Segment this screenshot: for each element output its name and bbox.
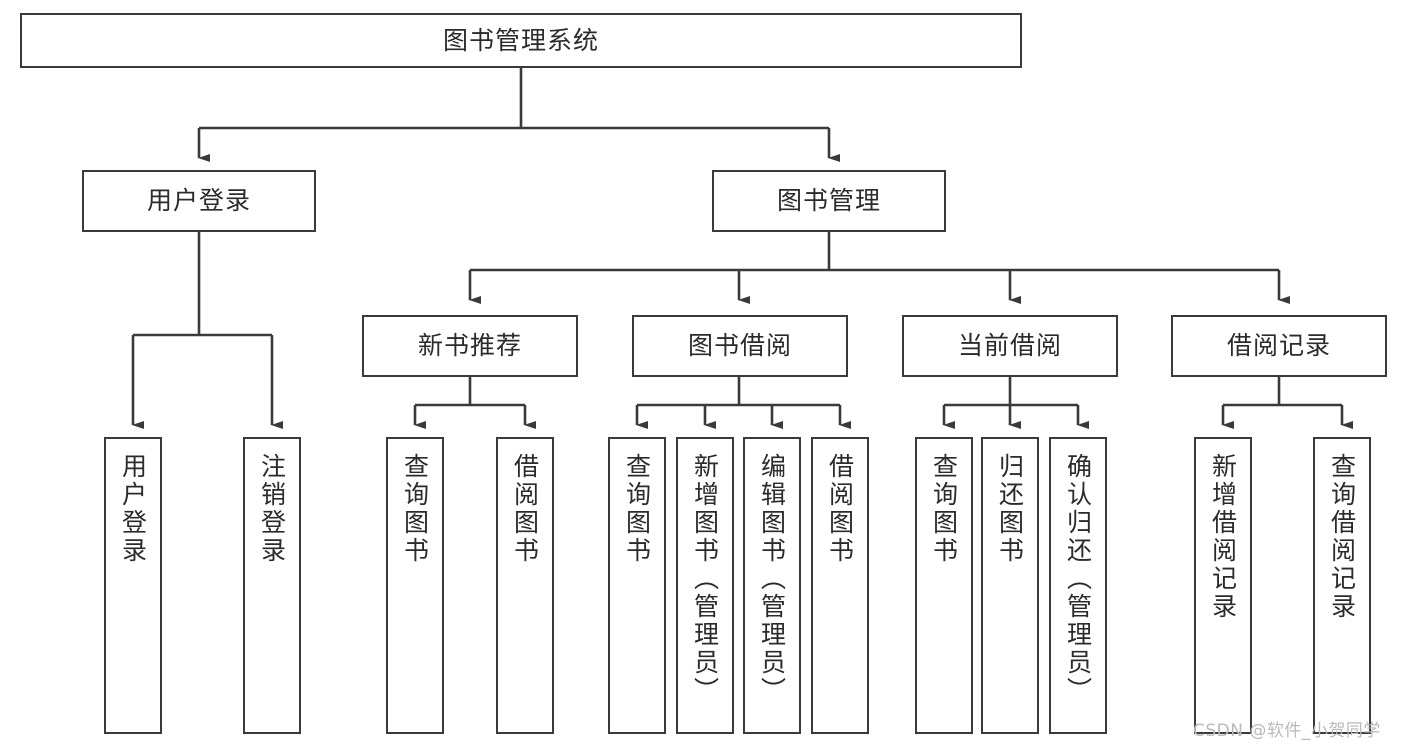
node-label: 当前借阅	[957, 331, 1062, 361]
node-user-login[interactable]: 用户登录	[82, 170, 316, 232]
leaf-record-query-record[interactable]: 查询借阅记录	[1313, 437, 1371, 734]
node-label: 图书管理系统	[442, 25, 599, 55]
node-label: 用户登录	[146, 186, 251, 216]
node-new-book-recommend[interactable]: 新书推荐	[362, 315, 578, 377]
node-label: 借阅图书	[825, 453, 855, 565]
node-label: 新书推荐	[417, 331, 522, 361]
node-label: 借阅图书	[510, 453, 540, 565]
node-label: 查询图书	[929, 453, 959, 565]
leaf-current-return-book[interactable]: 归还图书	[981, 437, 1039, 734]
leaf-current-confirm-return-admin[interactable]: 确认归还（管理员）	[1049, 437, 1107, 734]
node-label: 查询图书	[622, 453, 652, 565]
node-label: 确认归还（管理员）	[1063, 453, 1093, 705]
node-label: 图书借阅	[687, 331, 792, 361]
node-label: 查询借阅记录	[1327, 453, 1357, 621]
node-book-borrow[interactable]: 图书借阅	[632, 315, 848, 377]
leaf-user-login-logout[interactable]: 注销登录	[243, 437, 301, 734]
leaf-new-book-borrow[interactable]: 借阅图书	[496, 437, 554, 734]
leaf-record-add-record[interactable]: 新增借阅记录	[1194, 437, 1252, 734]
node-label: 用户登录	[118, 453, 148, 565]
node-borrow-record[interactable]: 借阅记录	[1171, 315, 1387, 377]
node-current-borrow[interactable]: 当前借阅	[902, 315, 1118, 377]
leaf-current-query-book[interactable]: 查询图书	[915, 437, 973, 734]
leaf-user-login-login[interactable]: 用户登录	[104, 437, 162, 734]
leaf-borrow-edit-book-admin[interactable]: 编辑图书（管理员）	[743, 437, 801, 734]
node-label: 新增图书（管理员）	[690, 453, 720, 705]
node-label: 归还图书	[995, 453, 1025, 565]
node-label: 图书管理	[776, 186, 881, 216]
node-root-book-management-system[interactable]: 图书管理系统	[20, 13, 1022, 68]
leaf-new-book-query[interactable]: 查询图书	[386, 437, 444, 734]
csdn-watermark: CSDN @软件_小贺同学	[1193, 721, 1381, 741]
leaf-borrow-query-book[interactable]: 查询图书	[608, 437, 666, 734]
node-label: 借阅记录	[1226, 331, 1331, 361]
node-label: 注销登录	[257, 453, 287, 565]
node-label: 查询图书	[400, 453, 430, 565]
node-label: 编辑图书（管理员）	[757, 453, 787, 705]
node-book-management[interactable]: 图书管理	[712, 170, 946, 232]
node-label: 新增借阅记录	[1208, 453, 1238, 621]
leaf-borrow-add-book-admin[interactable]: 新增图书（管理员）	[676, 437, 734, 734]
leaf-borrow-borrow-book[interactable]: 借阅图书	[811, 437, 869, 734]
